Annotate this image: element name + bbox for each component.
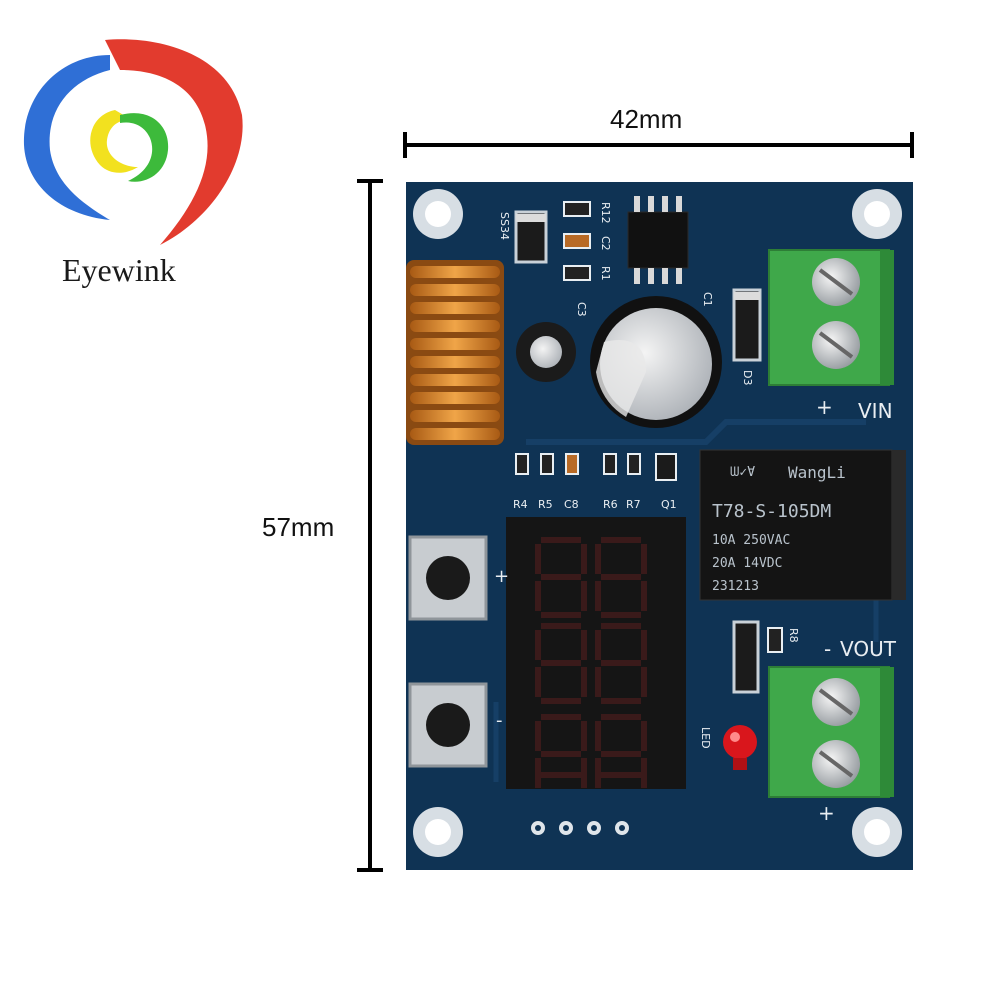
minus-button-label: - — [496, 710, 503, 731]
c2-capacitor — [563, 233, 591, 249]
vin-plus-label: + — [816, 395, 833, 419]
vin-terminal-block — [768, 249, 894, 386]
c2-label: C2 — [599, 236, 612, 251]
r12-resistor — [563, 201, 591, 217]
vin-label: VIN — [858, 399, 893, 423]
relay-brand: WangLi — [788, 463, 846, 482]
ss34-diode — [514, 210, 548, 264]
width-dimension-line — [403, 132, 914, 158]
d3-diode — [732, 288, 762, 362]
r1-resistor — [563, 265, 591, 281]
height-dimension-line — [357, 179, 383, 872]
mounting-hole — [413, 807, 463, 857]
seven-segment-display — [506, 517, 686, 789]
r8-label: R8 — [787, 628, 800, 643]
minus-push-button[interactable] — [408, 682, 488, 768]
mounting-hole — [852, 807, 902, 857]
led-label: LED — [699, 727, 712, 749]
vout-minus-label: - — [824, 637, 831, 661]
svg-text:ᗯ✓Ɐ: ᗯ✓Ɐ — [730, 465, 755, 480]
relay-date-code: 231213 — [712, 579, 759, 594]
c8-label: C8 — [564, 498, 579, 511]
header-pads — [531, 821, 629, 835]
relay: ᗯ✓Ɐ WangLi T78-S-105DM 10A 250VAC 20A 14… — [699, 449, 906, 601]
relay-rating-dc: 20A 14VDC — [712, 556, 782, 571]
d3-label: D3 — [741, 370, 754, 385]
toroid-inductor — [406, 260, 504, 445]
plus-push-button[interactable] — [408, 535, 488, 621]
resistor-row — [515, 453, 677, 481]
vout-plus-label: + — [818, 801, 835, 825]
r8-resistor — [767, 627, 783, 653]
width-label: 42mm — [610, 104, 683, 134]
vout-label: VOUT — [840, 637, 897, 661]
vout-terminal-block — [768, 666, 894, 798]
relay-model: T78-S-105DM — [712, 501, 831, 522]
ss34-label: SS34 — [498, 212, 511, 240]
brand-name: Eyewink — [62, 252, 176, 288]
r6-label: R6 — [603, 498, 618, 511]
ic-chip — [627, 196, 689, 284]
vout-diode — [732, 620, 760, 694]
r4-label: R4 — [513, 498, 528, 511]
pcb-board: SS34 R12 C2 R1 C1 C3 — [406, 182, 913, 870]
q1-label: Q1 — [661, 498, 677, 511]
relay-rating-ac: 10A 250VAC — [712, 533, 790, 548]
electrolytic-capacitor — [590, 296, 722, 428]
plus-button-label: + — [494, 566, 509, 587]
mounting-hole — [413, 189, 463, 239]
r12-label: R12 — [599, 202, 612, 224]
c1-label: C1 — [701, 292, 714, 307]
small-capacitor — [516, 322, 576, 382]
brand-logo-icon — [23, 39, 243, 246]
r7-label: R7 — [626, 498, 641, 511]
red-led — [723, 725, 757, 770]
height-label: 57mm — [262, 512, 335, 542]
r5-label: R5 — [538, 498, 553, 511]
mounting-hole — [852, 189, 902, 239]
r1-label: R1 — [599, 266, 612, 281]
c3-label: C3 — [575, 302, 588, 317]
